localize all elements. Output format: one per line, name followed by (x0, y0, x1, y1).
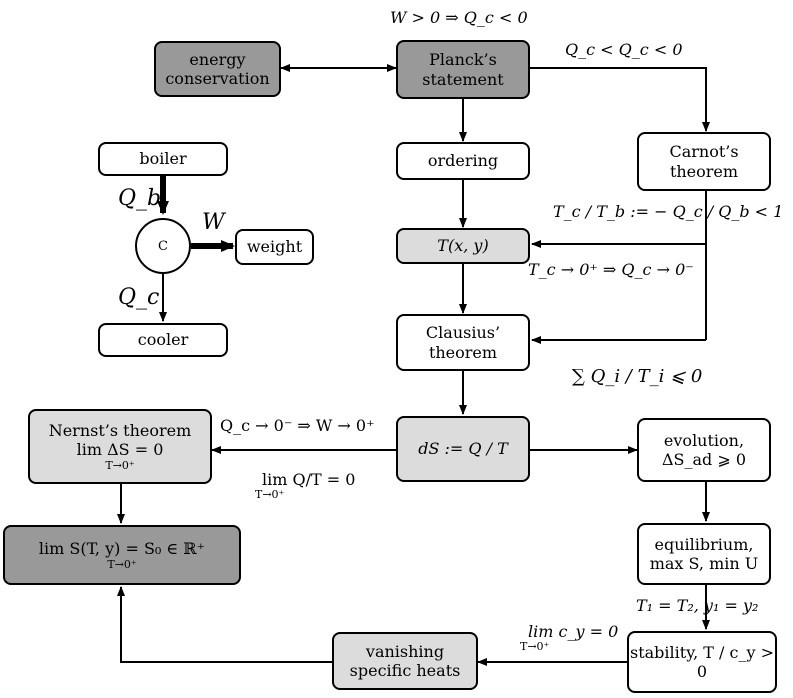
label-nernst-arrow: Q_c → 0⁻ ⇒ W → 0⁺ (220, 416, 375, 435)
label-planck-carnot: Q_c < Q_c < 0 (565, 40, 683, 59)
label-equal-ty: T₁ = T₂, y₁ = y₂ (636, 596, 759, 615)
node-nernst-theorem: Nernst’s theorem lim ΔS = 0 T→0⁺ (28, 409, 212, 484)
label-nernst-limit-sub: T→0⁺ (255, 488, 285, 501)
label-qb: Q_b (118, 186, 162, 211)
label-planck-condition: W > 0 ⇒ Q_c < 0 (390, 8, 528, 27)
node-weight: weight (235, 229, 314, 265)
node-ordering: ordering (396, 142, 530, 180)
node-stability: stability, T / c_y > 0 (627, 631, 777, 693)
label-clausius-sum: ∑ Q_i / T_i ⩽ 0 (572, 366, 703, 387)
node-equilibrium: equilibrium, max S, min U (637, 523, 771, 585)
label-w: W (202, 210, 225, 235)
node-third-law: lim S(T, y) = S₀ ∈ ℝ⁺ T→0⁺ (3, 525, 241, 585)
node-txy: T(x, y) (396, 228, 530, 264)
label-nernst-limit: lim Q/T = 0 (262, 470, 356, 489)
edge-planck-carnot (530, 67, 710, 132)
node-energy-conservation: energy conservation (154, 41, 281, 97)
label-limit-zero: T_c → 0⁺ ⇒ Q_c → 0⁻ (528, 260, 694, 279)
node-clausius-theorem: Clausius’ theorem (396, 314, 530, 371)
node-cooler: cooler (98, 323, 228, 357)
node-vanishing-heats: vanishing specific heats (332, 632, 478, 690)
engine-circle: C (135, 218, 191, 274)
node-boiler: boiler (98, 142, 228, 176)
node-plancks-statement: Planck’s statement (396, 40, 530, 99)
label-carnot-ratio: T_c / T_b := − Q_c / Q_b < 1 (553, 202, 784, 221)
node-carnots-theorem: Carnot’s theorem (637, 132, 771, 191)
edge-vanishing-thirdlaw (117, 586, 332, 663)
node-evolution: evolution, ΔS_ad ⩾ 0 (637, 418, 771, 482)
label-cy-limit: lim c_y = 0 (528, 622, 619, 641)
node-ds-definition: dS := Q / T (396, 416, 530, 482)
label-qc: Q_c (118, 285, 160, 310)
label-cy-limit-sub: T→0⁺ (520, 640, 550, 653)
